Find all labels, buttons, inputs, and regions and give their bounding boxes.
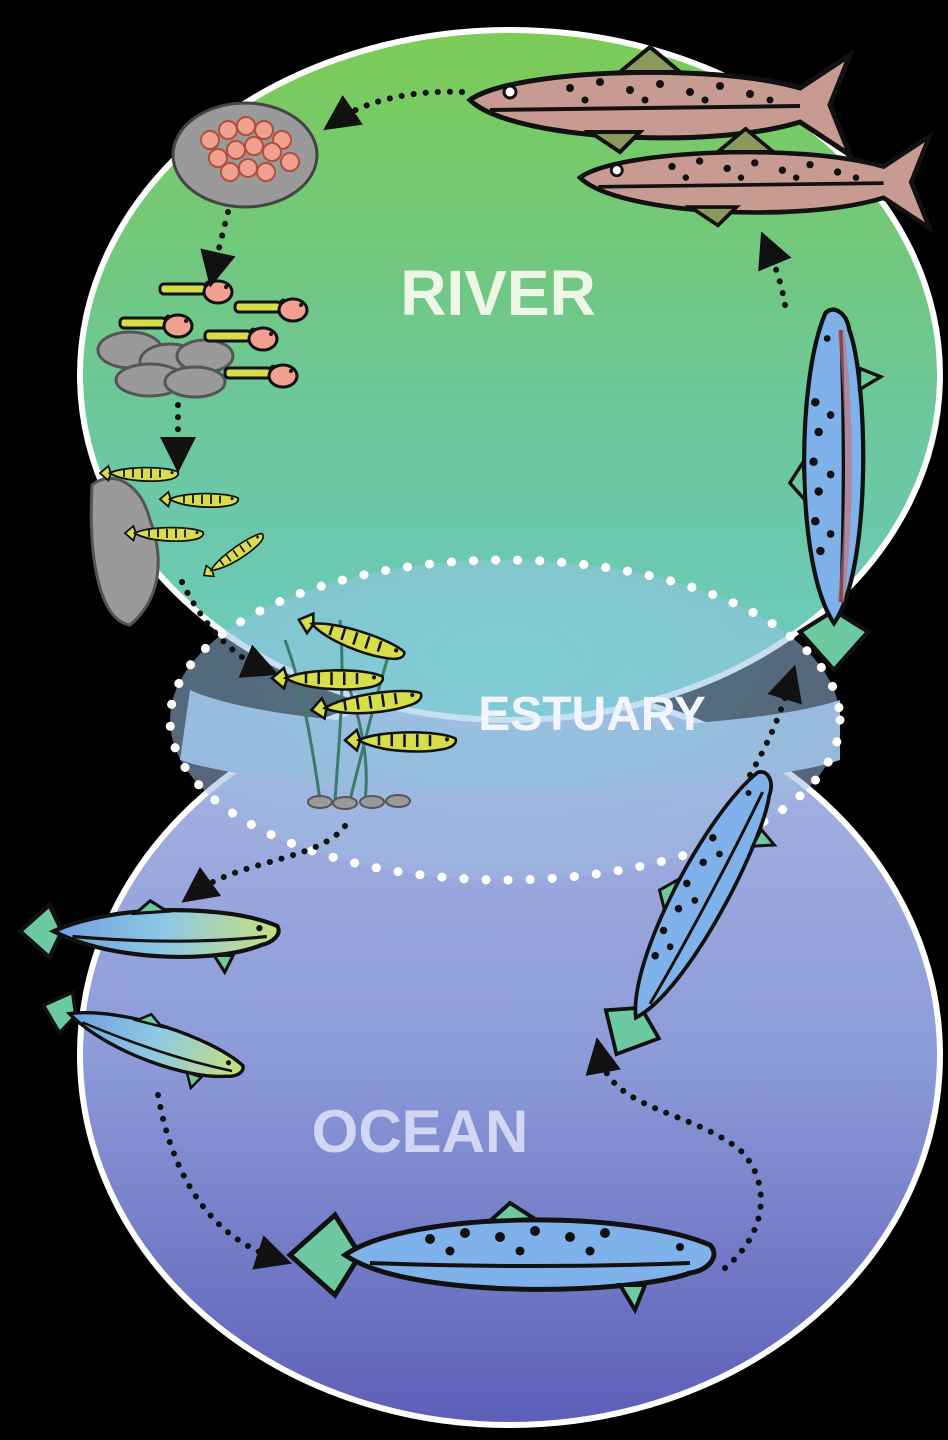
estuary-label: ESTUARY [478, 688, 706, 741]
eggs-cluster [173, 103, 317, 207]
ocean-label: OCEAN [312, 1098, 529, 1165]
river-label: RIVER [400, 257, 596, 329]
